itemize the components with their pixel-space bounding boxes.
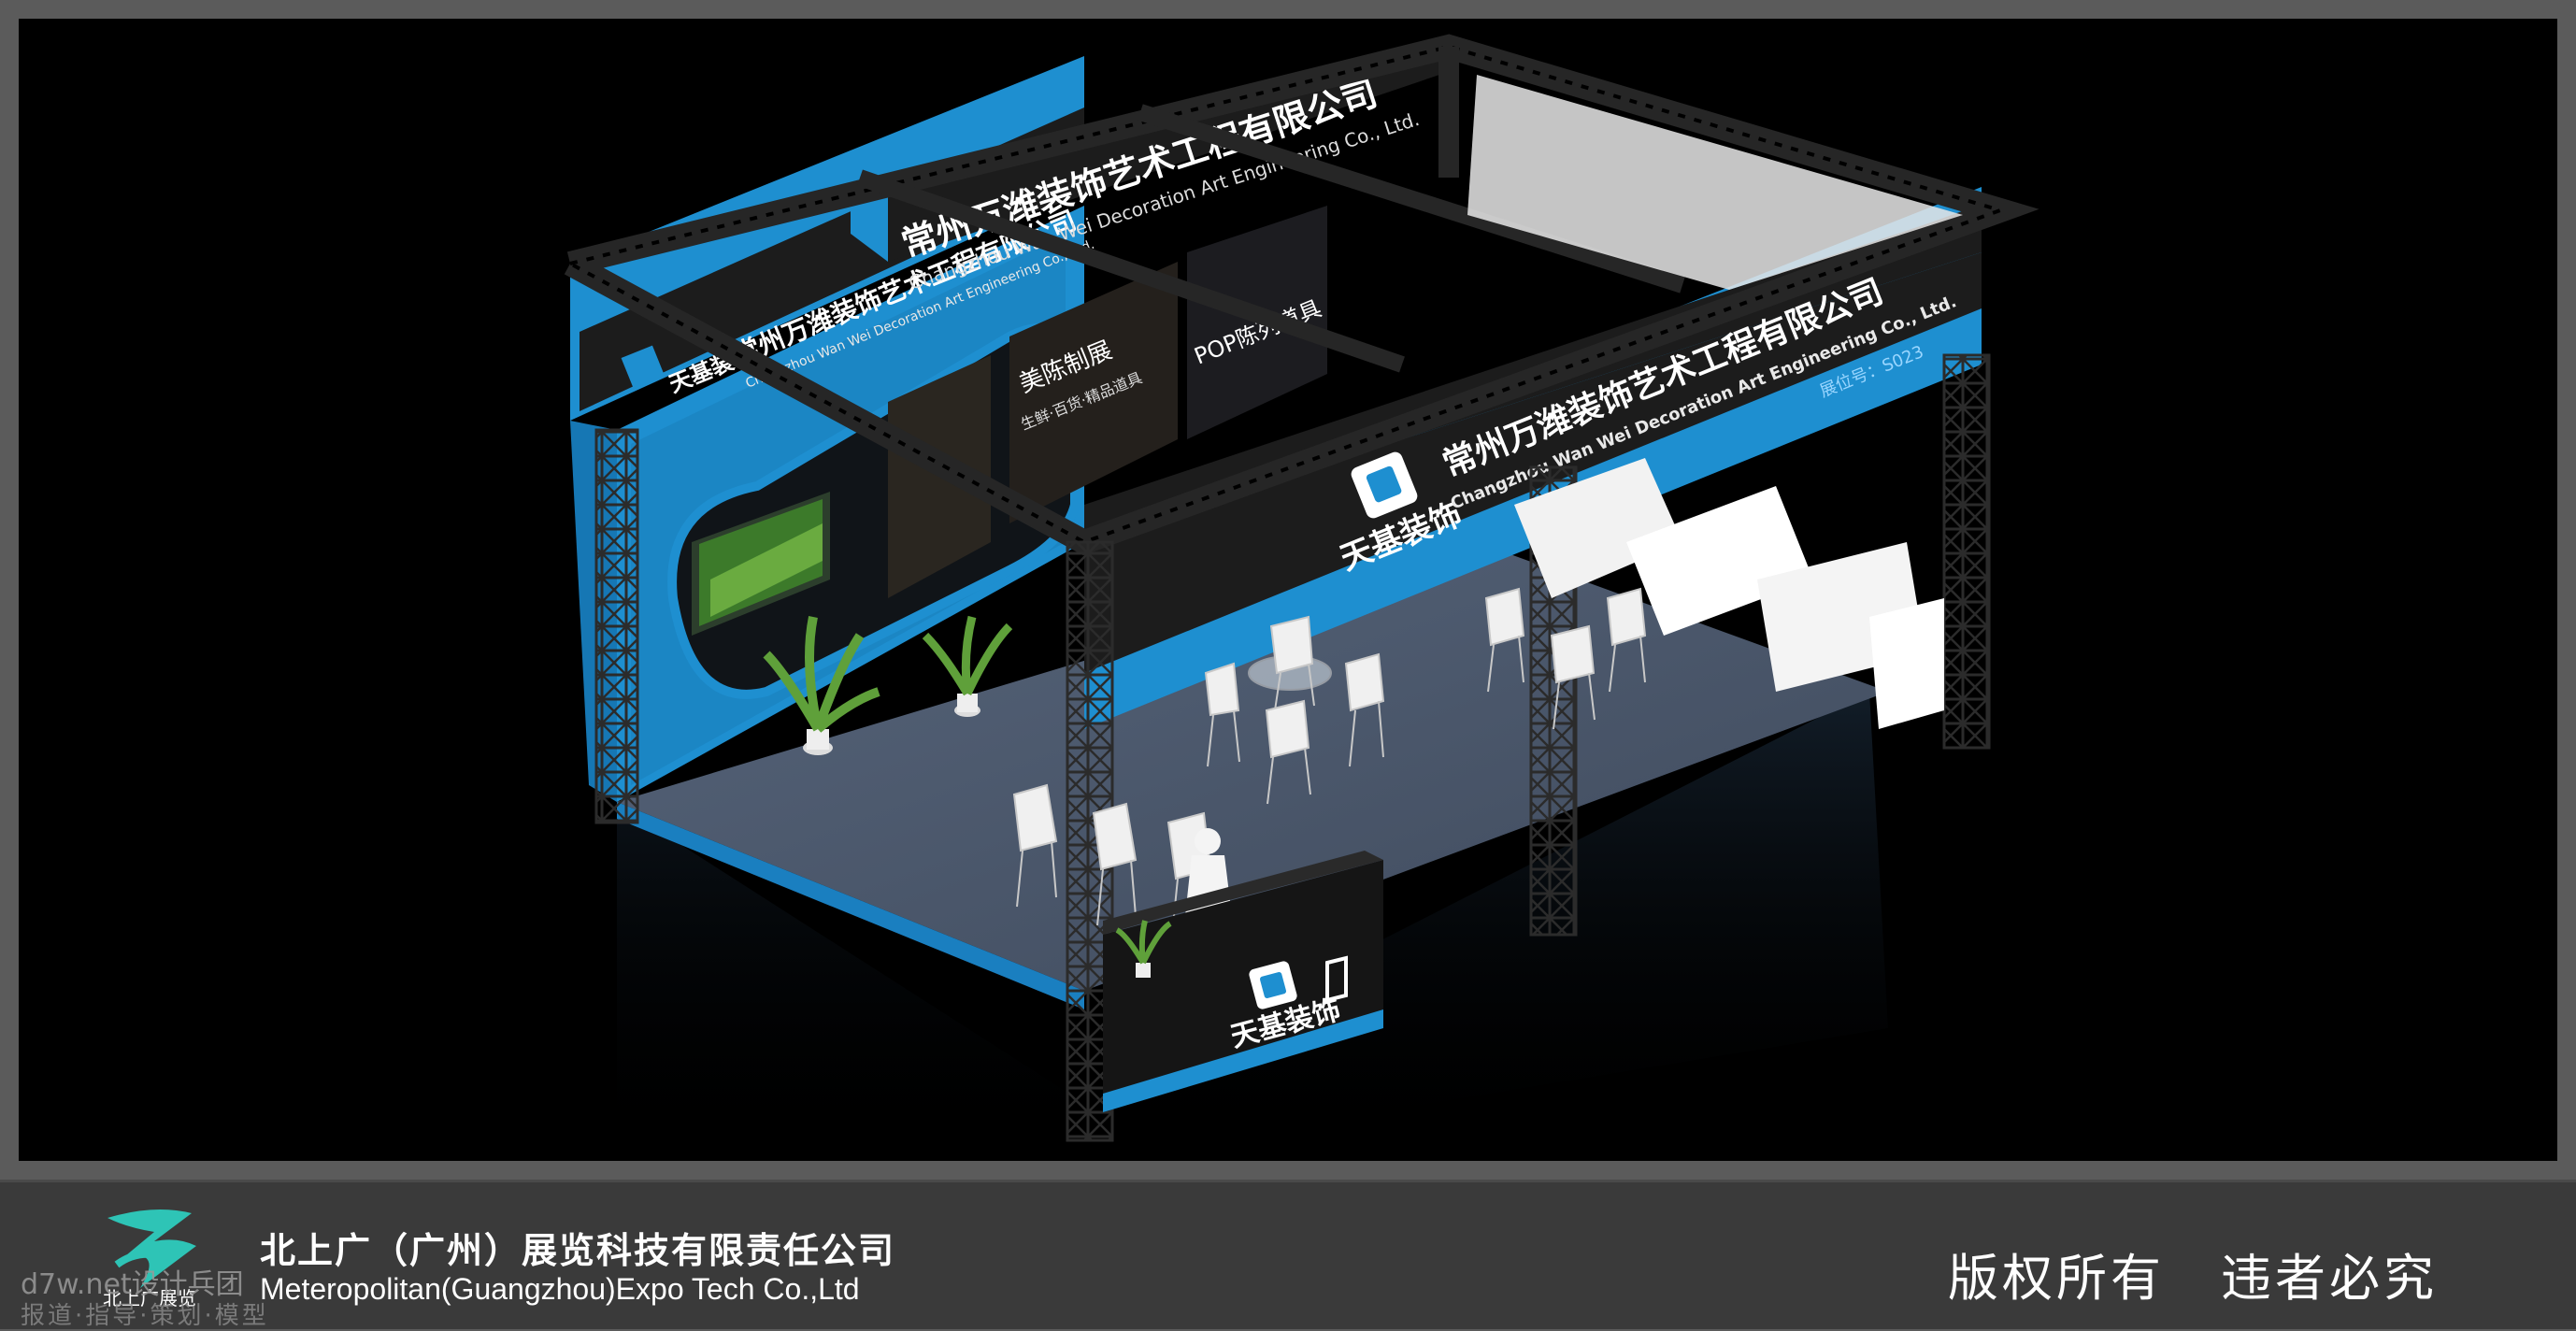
watermark-site: d7w.net设计兵团 xyxy=(21,1268,244,1301)
render-frame: 美陈制展 生鲜·百货·精品道具 POP陈列道具 天基装饰 常州万潍装饰艺术工程有… xyxy=(19,19,2557,1161)
chair xyxy=(1269,615,1315,711)
chair xyxy=(1012,783,1058,908)
furniture xyxy=(1012,587,1647,936)
copyright-notice: 版权所有违者必究 xyxy=(1948,1237,2438,1310)
plant-right xyxy=(922,615,1013,717)
chair xyxy=(1204,662,1240,767)
footer-company-en: Meteropolitan(Guangzhou)Expo Tech Co.,Lt… xyxy=(260,1272,860,1306)
booth-render: 美陈制展 生鲜·百货·精品道具 POP陈列道具 天基装饰 常州万潍装饰艺术工程有… xyxy=(564,34,2039,1161)
reception-counter: 天基装饰 xyxy=(1103,851,1383,1112)
chair xyxy=(1344,652,1385,767)
copyright-text-2: 违者必究 xyxy=(2221,1249,2438,1308)
floor-letters xyxy=(1514,458,1944,729)
chair xyxy=(1484,587,1525,693)
watermark-tagline: 报道·指导·策划·模型 xyxy=(21,1302,269,1330)
chair xyxy=(1092,802,1138,926)
floor-reflection xyxy=(617,692,1888,1161)
footer-company-cn: 北上广（广州）展览科技有限责任公司 xyxy=(260,1230,896,1271)
plant-left xyxy=(763,616,880,755)
roof-glow xyxy=(1467,75,1963,290)
truss-frame xyxy=(564,34,2039,556)
plant-counter xyxy=(1115,920,1172,978)
footer-bar: 北上广展览 d7w.net设计兵团 报道·指导·策划·模型 北上广（广州）展览科… xyxy=(0,1180,2576,1330)
company-logo-icon xyxy=(107,1209,196,1288)
chair xyxy=(1550,624,1596,730)
logo-caption: 北上广展览 xyxy=(103,1287,196,1310)
fascia-left-logo-icon xyxy=(621,345,665,390)
chair xyxy=(1265,699,1311,805)
tv-screen xyxy=(692,492,830,636)
chair xyxy=(1606,587,1647,693)
copyright-text-1: 版权所有 xyxy=(1948,1249,2165,1308)
